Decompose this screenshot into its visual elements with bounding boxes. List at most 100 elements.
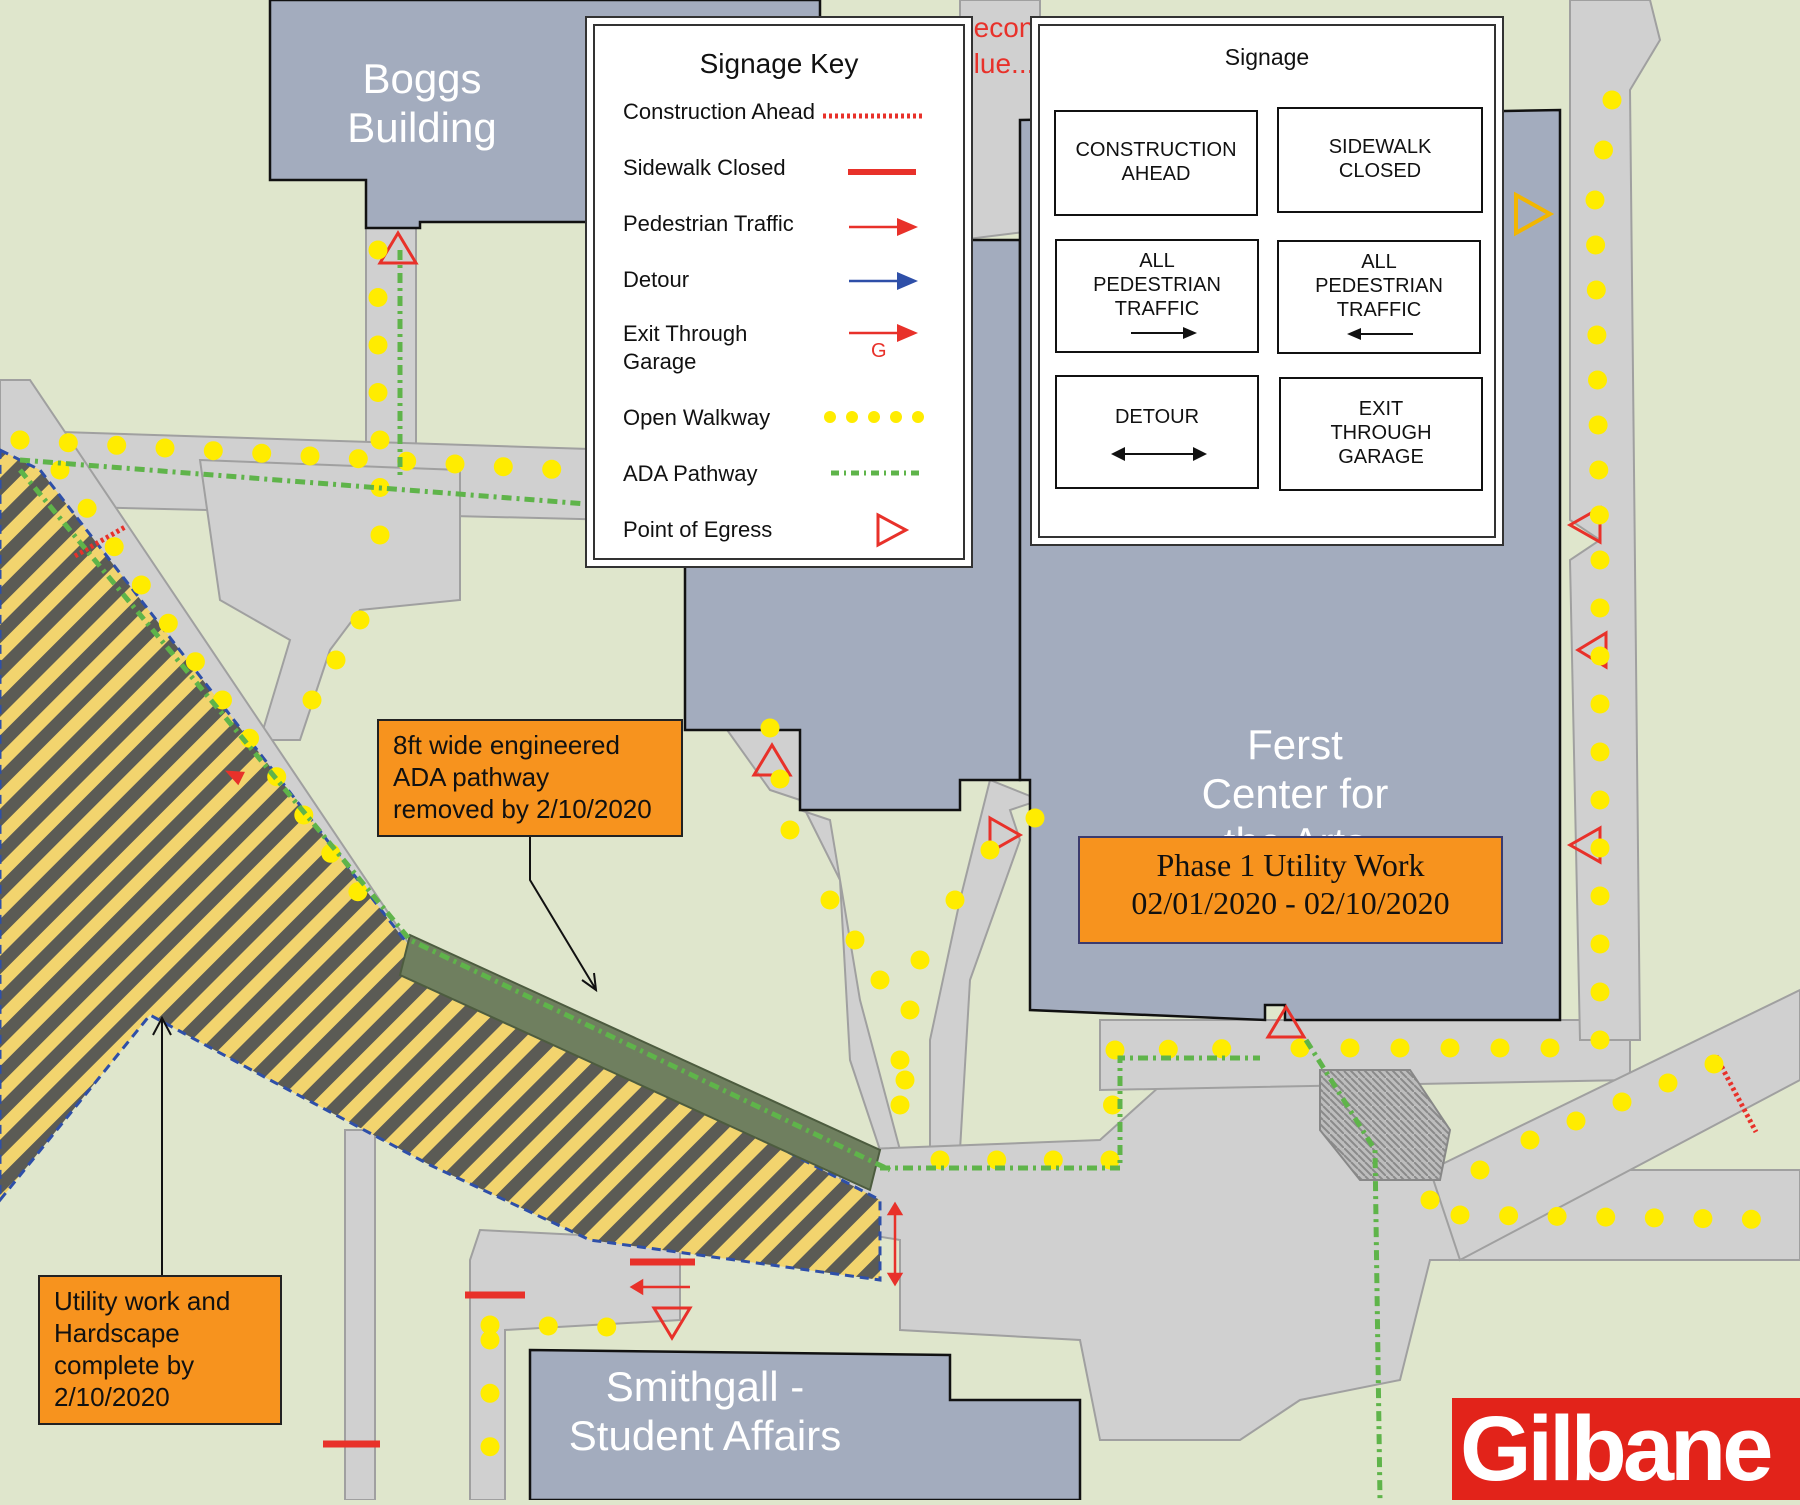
walkway-dot — [1693, 1209, 1713, 1229]
walkway-dot — [348, 882, 368, 902]
walkway-dot — [1105, 1040, 1125, 1060]
walkway-dot — [1590, 694, 1610, 714]
arrowhead — [886, 1201, 904, 1216]
walkway-dot — [910, 950, 930, 970]
sign-pedestrian-traffic-right: ALL PEDESTRIAN TRAFFIC — [1055, 239, 1259, 353]
walkway-dot — [1589, 505, 1609, 525]
walkway-dot — [1590, 886, 1610, 906]
walkway-dot — [1450, 1205, 1470, 1225]
walkway-dot — [930, 1150, 950, 1170]
walkway-dot — [1290, 1038, 1310, 1058]
walkway-dot — [107, 435, 127, 455]
walkway-dot — [368, 383, 388, 402]
arrowhead — [629, 1278, 644, 1296]
sign-text: ALL PEDESTRIAN TRAFFIC — [1315, 251, 1443, 321]
egress-triangle-icon — [1265, 1004, 1307, 1039]
walkway-dot — [10, 430, 30, 450]
ferst-center-label: Ferst Center for the Arts — [1201, 721, 1389, 840]
key-label-point-of-egress: Point of Egress — [623, 517, 773, 542]
walkway-dot — [350, 610, 370, 630]
arrowhead — [224, 770, 245, 786]
sign-text: CONSTRUCTION AHEAD — [1075, 139, 1237, 185]
walkway-dot — [1644, 1208, 1664, 1228]
phase-1-callout: Phase 1 Utility Work 02/01/2020 - 02/10/… — [1078, 836, 1503, 944]
blue-arrow-head — [897, 272, 918, 290]
walkway-dot — [1390, 1038, 1410, 1058]
walkway-dot — [300, 446, 320, 466]
sign-detour: DETOUR — [1055, 375, 1259, 489]
egress-triangle-icon — [377, 230, 419, 265]
yellow-dot — [912, 411, 924, 423]
walkway-dot — [1741, 1209, 1761, 1229]
walkway-dot — [1043, 1150, 1063, 1170]
walkway-dot — [538, 1316, 558, 1336]
walkway-dot — [1499, 1206, 1519, 1226]
walkway-dot — [1658, 1073, 1678, 1093]
walkway-dot — [1490, 1038, 1510, 1058]
walkway-dot — [1585, 190, 1605, 210]
phase-title: Phase 1 Utility Work — [1156, 847, 1425, 883]
walkway-dot — [1588, 415, 1608, 435]
walkway-dot — [50, 460, 70, 480]
leader-ada-head — [581, 972, 598, 993]
walkway-dot — [845, 930, 865, 950]
sign-construction-ahead: CONSTRUCTION AHEAD — [1054, 110, 1258, 216]
red-arrow-head — [897, 218, 918, 236]
egress-triangle-icon — [651, 1306, 693, 1341]
walkway-dot — [1590, 1030, 1610, 1050]
walkway-dot — [597, 1317, 617, 1337]
red-arrow-g-head — [897, 324, 918, 342]
ada-removed-callout: 8ft wide engineered ADA pathway removed … — [377, 719, 683, 837]
walkway-dot — [480, 1437, 500, 1457]
walkway-dot — [1612, 1092, 1632, 1112]
walkway-dot — [326, 650, 346, 670]
walkway-dot — [1158, 1039, 1178, 1059]
walkway-dot — [780, 820, 800, 840]
key-label-detour: Detour — [623, 267, 690, 292]
sidewalk-east-vertical — [1568, 0, 1662, 1041]
walkway-dot — [368, 335, 388, 355]
yellow-dot — [824, 411, 836, 423]
walkway-dot — [1103, 1095, 1122, 1115]
pedestrian-arrows — [224, 770, 904, 1296]
signage-key-symbols — [823, 113, 924, 548]
key-label-open-walkway: Open Walkway — [623, 405, 771, 430]
walkway-dot — [1420, 1190, 1440, 1210]
sidewalk-west-spur — [344, 1129, 376, 1501]
walkway-dot — [58, 433, 78, 453]
walkway-dot — [1590, 742, 1610, 762]
yellow-dot — [846, 411, 858, 423]
walkway-dot — [131, 575, 151, 595]
walkway-dot — [945, 890, 965, 910]
egress-markers — [377, 230, 1608, 1341]
paver-area — [1319, 1069, 1452, 1181]
walkway-dot — [1596, 1207, 1616, 1227]
walkway-dot — [185, 652, 205, 672]
walkway-dot — [104, 537, 124, 557]
walkway-dot — [1547, 1206, 1567, 1226]
walkway-dot — [493, 457, 513, 477]
key-label-ada-pathway: ADA Pathway — [623, 461, 758, 486]
construction-ahead-mark — [73, 524, 127, 559]
walkway-dot — [370, 525, 390, 545]
key-label-construction-ahead: Construction Ahead — [623, 99, 816, 124]
walkway-dot — [1586, 235, 1606, 255]
walkway-dot — [1590, 646, 1610, 666]
walkway-dot — [370, 430, 390, 450]
double-arrow-icon — [1111, 447, 1207, 461]
walkway-dot — [1594, 140, 1613, 160]
walkway-dot — [542, 459, 562, 479]
sign-text: EXIT THROUGH GARAGE — [1330, 398, 1432, 468]
left-arrow-icon — [1347, 328, 1413, 340]
walkway-dot — [1586, 280, 1606, 300]
walkway-dot — [348, 449, 368, 469]
walkway-dot — [1025, 808, 1045, 828]
walkway-dot — [252, 443, 272, 463]
yellow-dot — [868, 411, 880, 423]
walkway-dot — [1520, 1130, 1540, 1150]
logo-text: Gilbane — [1460, 1398, 1773, 1500]
removed-ada-pathway — [398, 933, 882, 1192]
garage-g-label: G — [871, 340, 887, 362]
walkway-dot — [1588, 370, 1607, 390]
